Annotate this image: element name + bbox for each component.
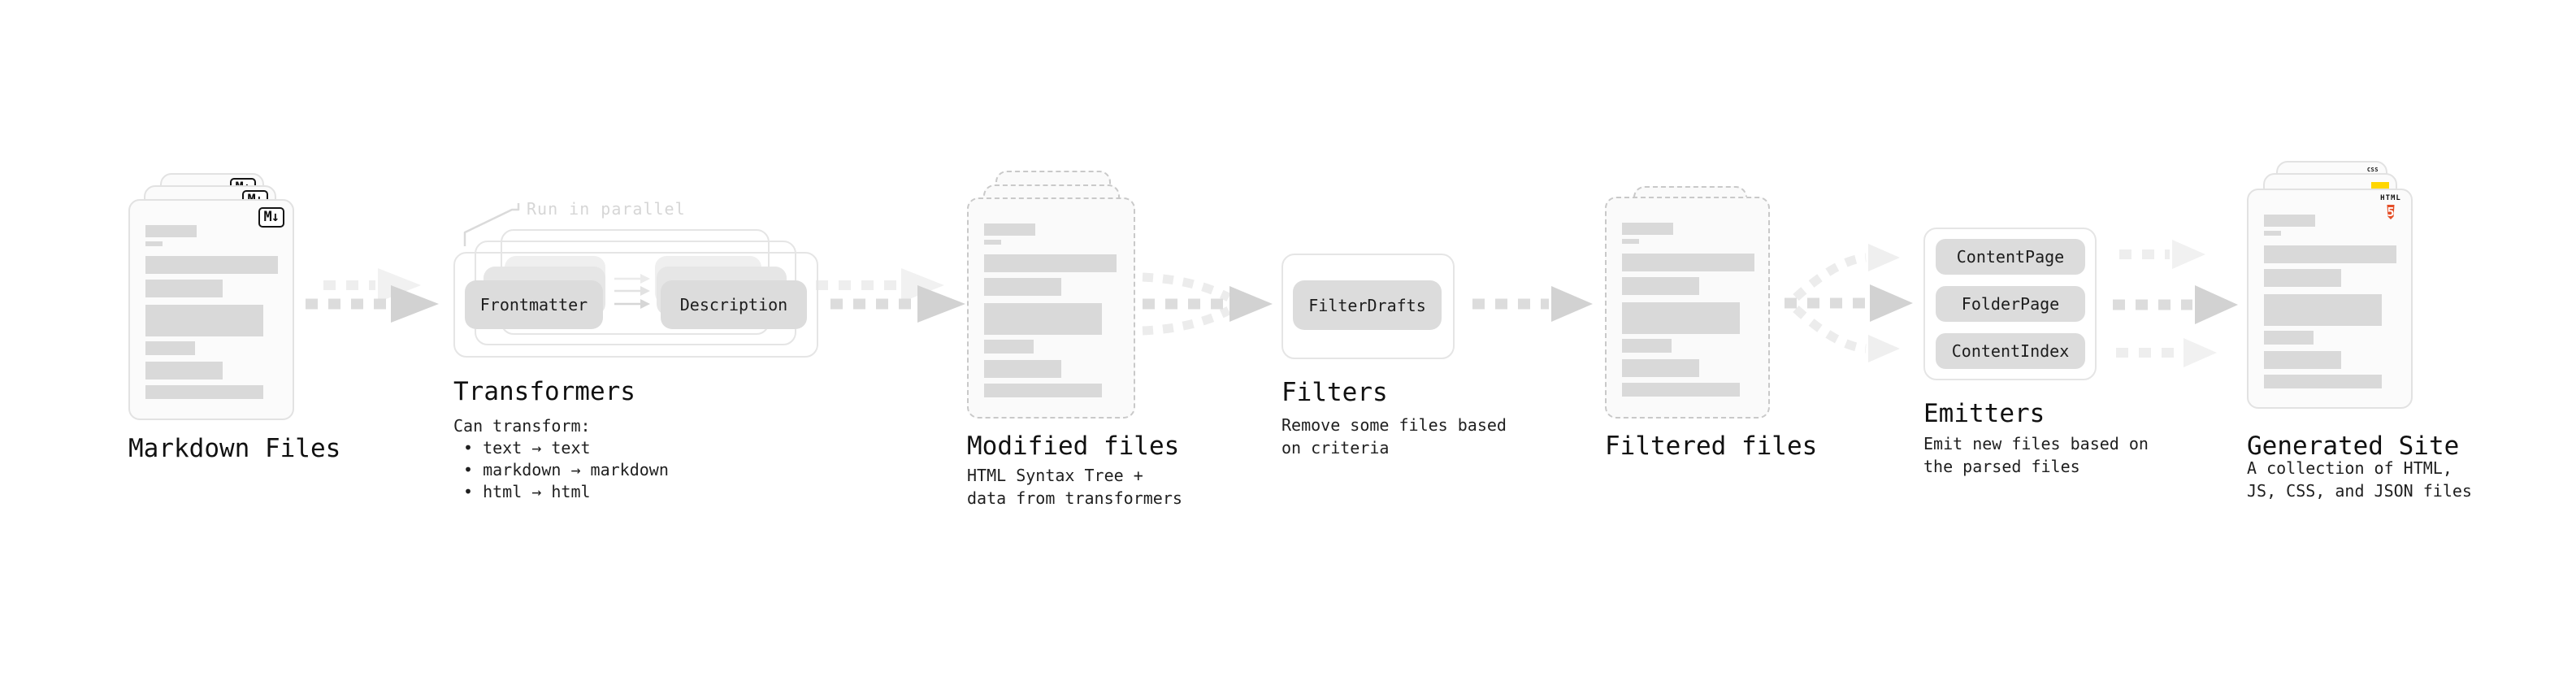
arrow-emitters-top <box>2119 240 2205 269</box>
stage-title-markdown-files: Markdown Files <box>128 434 341 463</box>
stage-title-generated-site: Generated Site <box>2247 432 2460 461</box>
arrow-fanout-bottom-curve <box>1793 305 1867 354</box>
arrow-modified-to-filters <box>1143 286 1273 322</box>
contentpage-pill: ContentPage <box>1936 239 2085 275</box>
stage-title-filtered-files: Filtered files <box>1605 432 1818 461</box>
frontmatter-pill: Frontmatter <box>465 280 603 329</box>
stage-title-modified-files: Modified files <box>967 432 1180 461</box>
arrow-transformers-to-modified-ghost <box>816 268 944 302</box>
arrow-fanout-top-curve <box>1793 253 1867 301</box>
stage-title-emitters: Emitters <box>1923 399 2045 428</box>
generated-html-card: HTML 5 <box>2247 189 2413 409</box>
document-text-placeholder <box>984 199 1117 397</box>
html5-file-icon: HTML 5 <box>2380 194 2401 219</box>
stage-title-filters: Filters <box>1281 378 1388 407</box>
arrow-filters-to-filtered <box>1472 286 1593 322</box>
filtered-file-card-front <box>1605 197 1770 419</box>
folderpage-pill: FolderPage <box>1936 286 2085 322</box>
arrow-transformers-to-modified <box>830 285 965 323</box>
generated-site-description: A collection of HTML, JS, CSS, and JSON … <box>2247 458 2472 501</box>
emitters-panel: ContentPage FolderPage ContentIndex <box>1923 228 2097 380</box>
markdown-file-card-front: M↓ <box>128 199 294 420</box>
filterdrafts-pill: FilterDrafts <box>1293 280 1442 330</box>
arrow-converge-top <box>1142 272 1231 301</box>
arrow-emitters-middle <box>2113 285 2238 324</box>
arrow-fanout-bottom-head <box>1868 335 1900 362</box>
transformers-description: Can transform: • text → text • markdown … <box>453 416 669 501</box>
emitters-pill-list: ContentPage FolderPage ContentIndex <box>1936 239 2085 369</box>
contentindex-pill: ContentIndex <box>1936 333 2085 369</box>
css-file-icon: CSS <box>2366 167 2379 173</box>
modified-file-card-front <box>967 197 1135 419</box>
document-text-placeholder <box>1622 198 1754 397</box>
run-in-parallel-note: Run in parallel <box>527 199 686 219</box>
arrow-filtered-to-emitters <box>1785 284 1913 322</box>
arrow-fanout-top-head <box>1868 244 1900 271</box>
arrow-markdown-to-transformers-ghost <box>323 268 421 302</box>
arrow-emitters-bottom <box>2116 338 2217 367</box>
arrow-converge-bottom <box>1142 306 1231 336</box>
filters-panel: FilterDrafts <box>1281 254 1455 359</box>
emitters-description: Emit new files based on the parsed files <box>1923 434 2149 476</box>
description-pill: Description <box>661 280 807 329</box>
document-text-placeholder <box>2264 190 2396 388</box>
markdown-icon: M↓ <box>258 207 284 228</box>
arrow-markdown-to-transformers <box>306 285 439 323</box>
transformer-layer-front <box>453 252 818 358</box>
document-text-placeholder <box>145 201 278 399</box>
modified-files-description: HTML Syntax Tree + data from transformer… <box>967 466 1182 508</box>
filters-description: Remove some files based on criteria <box>1281 415 1507 458</box>
stage-title-transformers: Transformers <box>453 377 635 406</box>
